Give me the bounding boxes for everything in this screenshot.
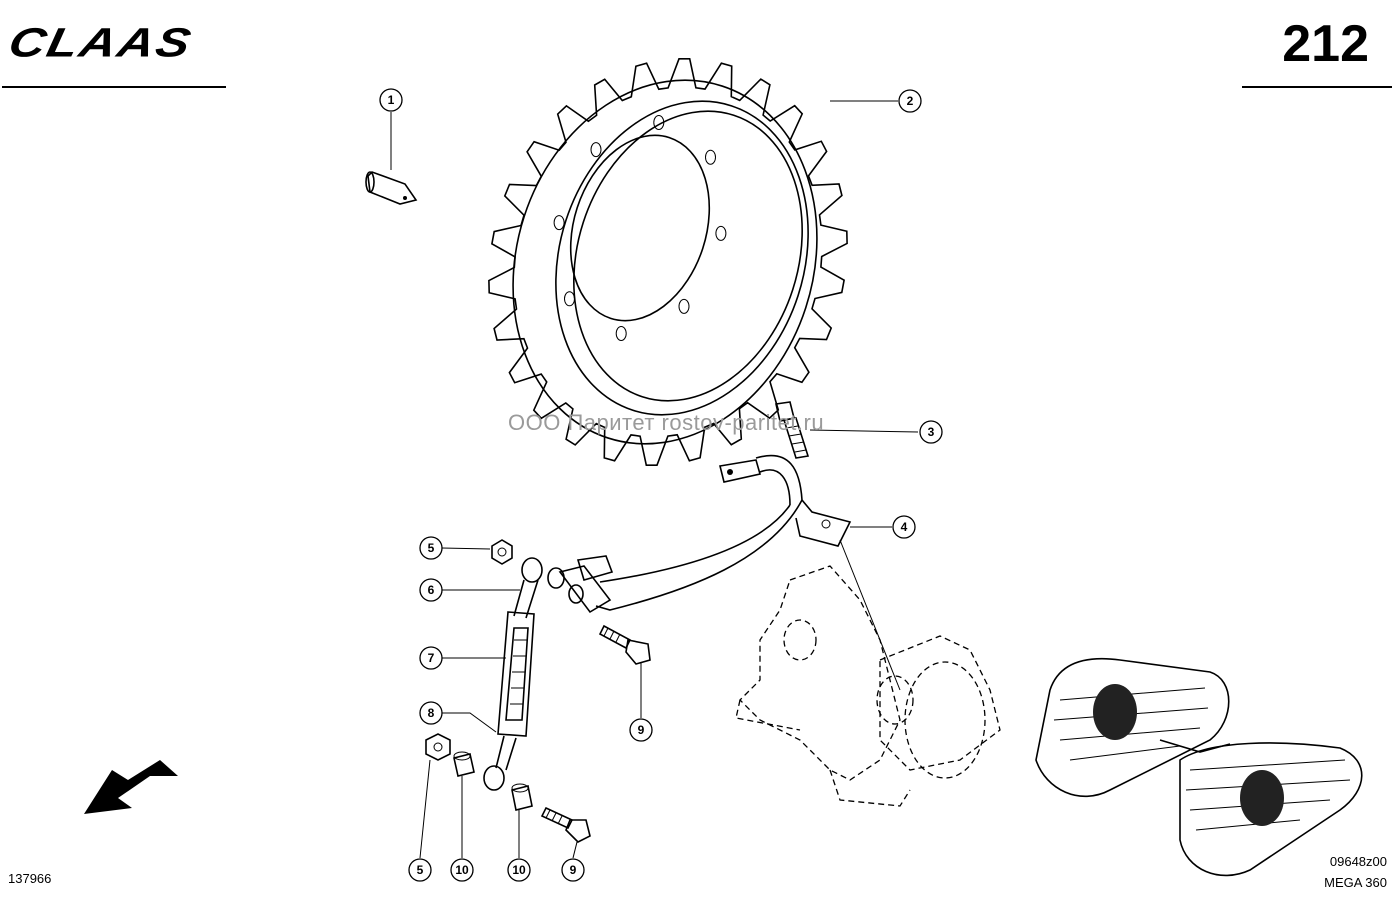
callout-c2[interactable]: 2 <box>898 89 922 113</box>
callout-c5a[interactable]: 5 <box>419 536 443 560</box>
sprocket-bolt-hole <box>553 215 565 231</box>
callout-circle <box>408 858 432 882</box>
callout-c9b[interactable]: 9 <box>561 858 585 882</box>
sprocket-bolt-hole <box>715 225 727 241</box>
callout-label: 10 <box>455 863 469 877</box>
part-nut-lower <box>425 733 451 761</box>
callout-circle <box>507 858 531 882</box>
callout-label: 6 <box>428 583 435 597</box>
callout-circle <box>419 536 443 560</box>
callout-c8[interactable]: 8 <box>419 701 443 725</box>
callout-circle <box>419 578 443 602</box>
callout-label: 5 <box>417 863 424 877</box>
callout-label: 2 <box>907 94 914 108</box>
callout-label: 3 <box>928 425 935 439</box>
part-bushing-right <box>511 783 533 811</box>
figure-code: 09648z00 <box>1329 854 1387 869</box>
callout-circle <box>419 646 443 670</box>
callout-c9a[interactable]: 9 <box>629 718 653 742</box>
header-rule-right <box>1242 86 1392 88</box>
callout-c10a[interactable]: 10 <box>450 858 474 882</box>
callout-label: 9 <box>638 723 645 737</box>
header-rule-left <box>2 86 226 88</box>
leader-lines <box>390 100 919 859</box>
callout-circle <box>629 718 653 742</box>
callout-layer: 1 2 3 4 5 6 7 8 9 5 10 10 9 <box>379 88 943 882</box>
callout-label: 5 <box>428 541 435 555</box>
sprocket-bolt-hole <box>564 291 575 307</box>
sprocket-bolt-hole <box>615 326 627 341</box>
part-turnbuckle[interactable] <box>483 539 543 791</box>
part-bolt-middle <box>598 624 651 665</box>
callout-circle <box>379 88 403 112</box>
callout-circle <box>450 858 474 882</box>
callout-c10b[interactable]: 10 <box>507 858 531 882</box>
sprocket-bolt-hole <box>678 298 690 314</box>
callout-circle <box>892 515 916 539</box>
callout-circle <box>419 701 443 725</box>
part-sprocket[interactable] <box>467 40 863 483</box>
part-bushing-left <box>453 751 475 777</box>
callout-c3[interactable]: 3 <box>919 420 943 444</box>
callout-label: 1 <box>388 93 395 107</box>
callout-circle <box>919 420 943 444</box>
sprocket-bolt-hole <box>705 149 716 165</box>
callout-c1[interactable]: 1 <box>379 88 403 112</box>
callout-circle <box>898 89 922 113</box>
callout-circle <box>561 858 585 882</box>
part-bolt-upper <box>775 401 810 459</box>
callout-c7[interactable]: 7 <box>419 646 443 670</box>
callout-c5b[interactable]: 5 <box>408 858 432 882</box>
drawing-number: 137966 <box>8 871 52 886</box>
callout-label: 8 <box>428 706 435 720</box>
callout-label: 7 <box>428 651 435 665</box>
track-unit-thumbnail <box>1035 657 1363 877</box>
callout-label: 10 <box>512 863 526 877</box>
part-bolt-lower <box>540 806 591 843</box>
callout-c6[interactable]: 6 <box>419 578 443 602</box>
watermark: ООО Паритет rostov-paritet.ru <box>508 410 825 435</box>
callout-label: 9 <box>570 863 577 877</box>
part-pin <box>365 171 418 205</box>
sprocket-bolt-hole <box>653 115 665 130</box>
page-number: 212 <box>1282 15 1369 73</box>
callout-c4[interactable]: 4 <box>892 515 916 539</box>
part-bracket[interactable] <box>547 454 852 614</box>
callout-label: 4 <box>901 520 908 534</box>
model-label: MEGA 360 <box>1324 875 1387 890</box>
sprocket-bolt-hole <box>590 142 602 158</box>
axle-housing-outline <box>735 539 1001 807</box>
direction-arrow-icon <box>84 760 178 814</box>
